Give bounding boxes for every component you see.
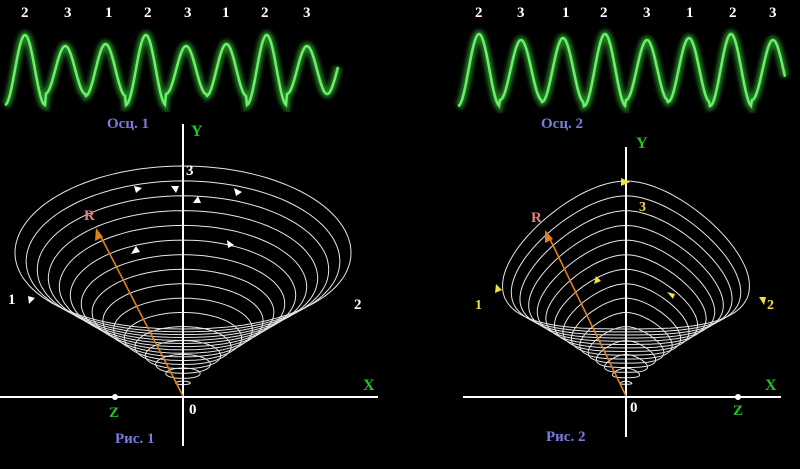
peak-label: 3 [64,5,72,21]
fig1-radius-arrowhead [95,228,103,241]
fig1-y-axis-label: Y [191,123,203,140]
peak-label: 2 [21,5,29,21]
peak-label: 3 [303,5,311,21]
fig2-point-3-label: 3 [639,200,646,215]
fig2-point-1-label: 1 [475,298,482,313]
fig2-origin-label: 0 [630,400,638,416]
fig2-r-label: R [531,210,542,226]
fig2-radius-arrowhead [545,230,553,243]
arrow-icon [234,188,242,196]
oscillogram-2-wave [455,29,789,115]
fig1-radius-vector [98,232,184,397]
arrow-icon [667,292,675,299]
arrow-icon [134,186,142,193]
fig2-point-2-label: 2 [767,298,774,313]
fig2-radius-vector [547,234,627,397]
arrow-icon [227,240,234,248]
fig1-point-3-label: 3 [186,163,194,179]
arrow-icon [621,178,630,186]
fig1-z-label: Z [109,405,120,421]
fig2-direction-arrows [495,178,766,305]
peak-label: 3 [643,5,651,21]
fig2-y-axis-label: Y [636,135,648,152]
fig1-x-axis-label: X [363,377,375,394]
arrow-icon [495,284,502,293]
oscillogram-1-caption: Осц. 1 [107,116,149,132]
fig1-point-2-label: 2 [354,297,362,313]
fig1-caption: Рис. 1 [115,431,155,447]
wave-trace [457,32,787,109]
peak-label: 2 [600,5,608,21]
fig2-x-axis-label: X [765,377,777,394]
fig1-r-label: R [84,208,95,224]
peak-label: 1 [686,5,694,21]
peak-label: 2 [261,5,269,21]
fig1-point-1-label: 1 [8,292,16,308]
arrow-icon [171,186,179,193]
fig1-z-point [112,394,118,400]
peak-label: 2 [475,5,483,21]
arrow-icon [28,296,35,304]
fig1-direction-arrows [28,186,242,304]
oscillogram-1-wave [2,30,342,116]
peak-label: 1 [222,5,230,21]
peak-label: 3 [517,5,525,21]
arrow-icon [131,246,140,254]
peak-label: 1 [105,5,113,21]
wave-trace [4,33,340,108]
fig2-caption: Рис. 2 [546,429,586,445]
peak-label: 3 [184,5,192,21]
fig1-origin-label: 0 [189,402,197,418]
fig2-z-label: Z [733,403,744,419]
peak-label: 3 [769,5,777,21]
arrow-icon [594,276,601,284]
peak-label: 2 [729,5,737,21]
oscillogram-2-caption: Осц. 2 [541,116,583,132]
arrow-icon [193,196,201,203]
fig2-z-point [735,394,741,400]
peak-label: 1 [562,5,570,21]
arrow-icon [759,297,766,305]
peak-label: 2 [144,5,152,21]
